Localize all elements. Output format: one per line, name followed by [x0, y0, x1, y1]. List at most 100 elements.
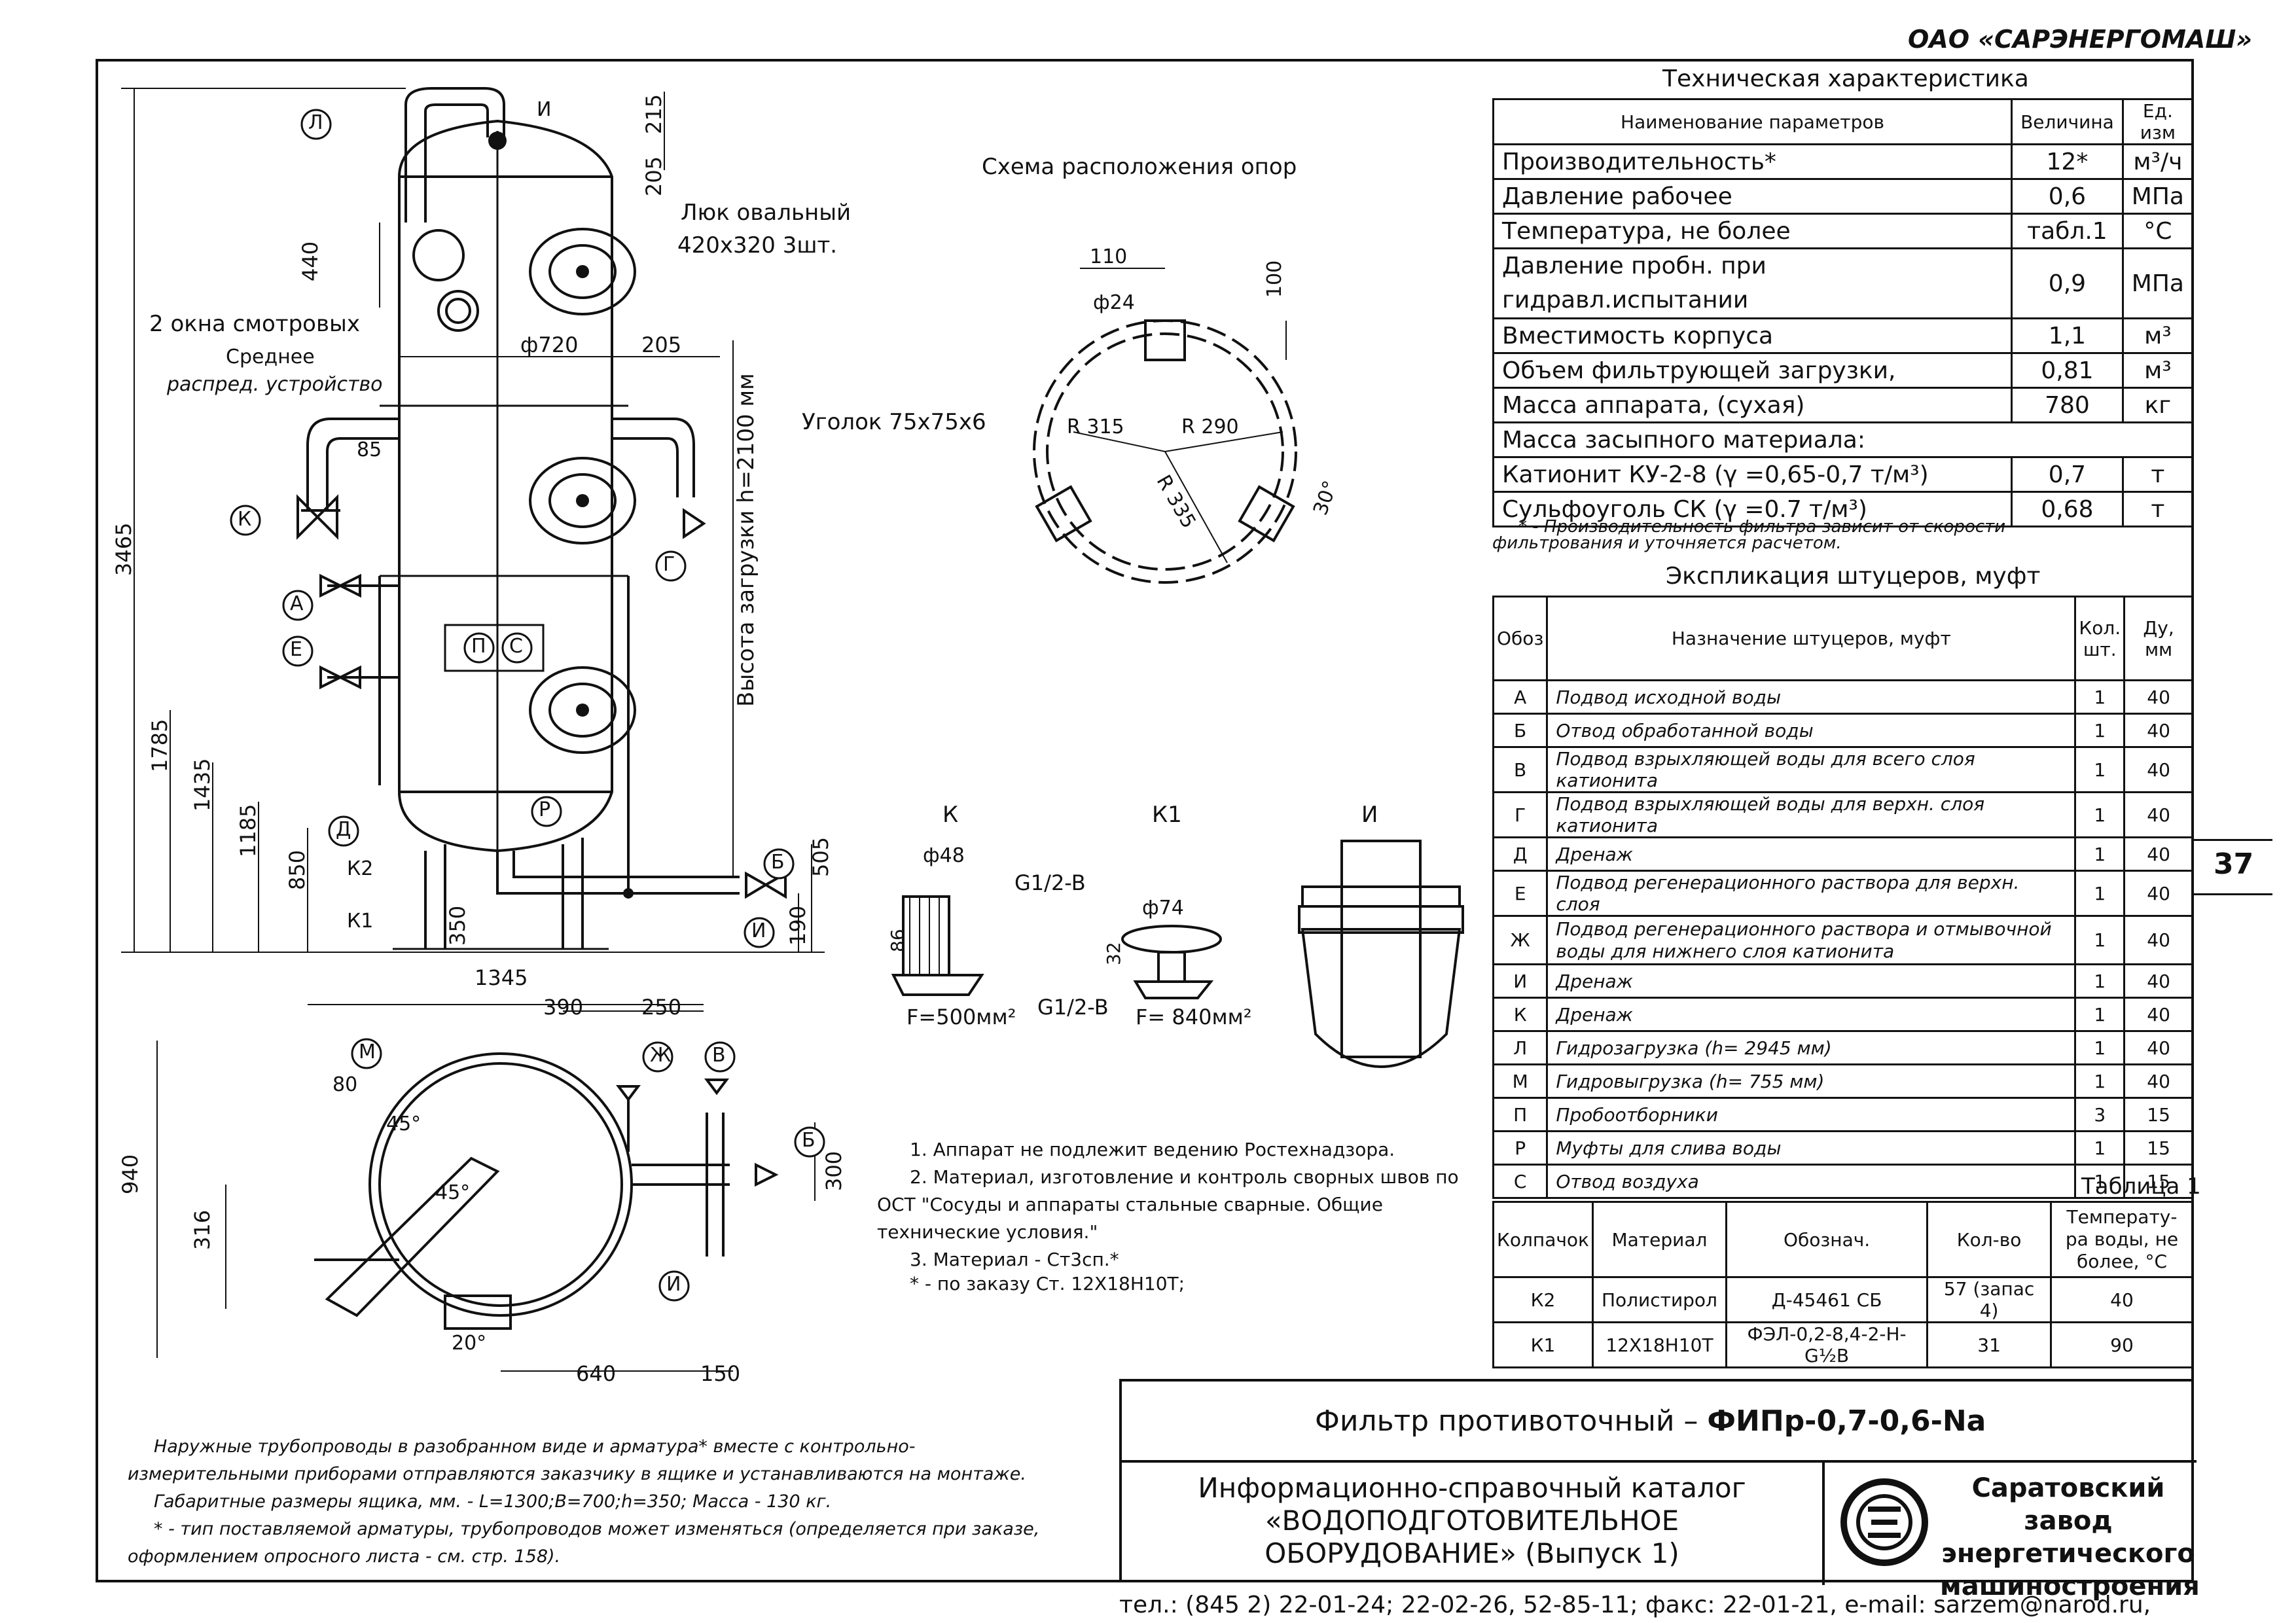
- dim-85: 85: [357, 438, 382, 461]
- company-header: ОАО «САРЭНЕРГОМАШ»: [1908, 25, 2252, 54]
- nozzles-header-row: Обоз Назначение штуцеров, муфт Кол. шт. …: [1492, 596, 2194, 681]
- dim-190: 190: [785, 905, 810, 946]
- dim-48: ф48: [923, 844, 965, 867]
- nozzle-code: М: [1492, 1063, 1549, 1099]
- view-k1-label: К1: [1152, 802, 1182, 828]
- specs-row: Объем фильтрующей загрузки, 0,81 м³: [1492, 352, 2195, 389]
- nozzle-qty: 3: [2074, 1097, 2126, 1132]
- nozzles-table: Обоз Назначение штуцеров, муфт Кол. шт. …: [1492, 596, 2194, 1199]
- table1-designation: Д-45461 СБ: [1725, 1276, 1929, 1323]
- table1-row: К1 12Х18Н10Т ФЭЛ-0,2-8,4-2-Н-G½В 31 90: [1492, 1321, 2194, 1368]
- callout-a: А: [290, 592, 304, 615]
- specs-row: Катионит КУ-2-8 (γ =0,65-0,7 т/м³) 0,7 т: [1492, 456, 2195, 493]
- nozzle-dn: 40: [2123, 915, 2194, 965]
- specs-note-1: * - Производительность фильтра зависит о…: [1518, 517, 2006, 537]
- callout-p: П: [471, 635, 486, 658]
- nozzle-dn: 40: [2123, 746, 2194, 793]
- table1-caption: Таблица 1: [2081, 1173, 2201, 1200]
- dim-110: 110: [1090, 245, 1128, 268]
- dim-390: 390: [543, 995, 584, 1020]
- table1-cap: К1: [1492, 1321, 1594, 1368]
- right-pipe: [612, 418, 695, 497]
- nozzle-code: К: [1492, 997, 1549, 1032]
- callout-k2: К2: [347, 857, 374, 880]
- hatch-label: Люк овальный: [681, 200, 852, 226]
- specs-param: Сульфоуголь СК (γ =0.7 т/м³): [1492, 491, 2013, 527]
- dim-316: 316: [190, 1209, 215, 1250]
- table1-header-qty: Кол-во: [1926, 1201, 2052, 1278]
- dim-300: 300: [821, 1150, 846, 1191]
- nozzle-dn: 40: [2123, 963, 2194, 999]
- note-5: 3. Материал - Ст3сп.*: [910, 1249, 1119, 1270]
- specs-param: Производительность*: [1492, 143, 2013, 180]
- nozzle-dn: 40: [2123, 1030, 2194, 1065]
- nozzle-dn: 40: [2123, 836, 2194, 872]
- nozzle-code: Л: [1492, 1030, 1549, 1065]
- note-1: 1. Аппарат не подлежит ведению Ростехнад…: [910, 1139, 1395, 1160]
- specs-row: Давление пробн. при гидравл.испытании 0,…: [1492, 247, 2195, 319]
- nozzle-qty: 1: [2074, 963, 2126, 999]
- specs-param: Давление пробн. при гидравл.испытании: [1492, 247, 2013, 319]
- nozzle-purpose: Дренаж: [1546, 963, 2077, 999]
- specs-value: 0,6: [2011, 178, 2124, 215]
- valve-e: [319, 665, 361, 690]
- specs-param: Температура, не более: [1492, 213, 2013, 249]
- specs-table: Наименование параметров Величина Ед. изм…: [1492, 98, 2195, 527]
- callout-v: В: [712, 1044, 726, 1067]
- angle-label: Уголок 75х75х6: [802, 409, 986, 435]
- catalog-line-1: Информационно-справочный каталог: [1198, 1472, 1746, 1504]
- nozzles-caption: Экспликация штуцеров, муфт: [1666, 563, 2041, 590]
- specs-unit: °С: [2121, 213, 2195, 249]
- dim-80: 80: [332, 1073, 358, 1096]
- nozzle-qty: 1: [2074, 915, 2126, 965]
- manufacturer-line-2: энергетического: [1941, 1539, 2195, 1569]
- specs-unit: м³: [2121, 352, 2195, 389]
- callout-k1: К1: [347, 910, 374, 933]
- g12-label-2: G1/2-B: [1037, 995, 1109, 1020]
- drawing-title-prefix: Фильтр противоточный –: [1315, 1404, 1698, 1438]
- nozzle-code: Д: [1492, 836, 1549, 872]
- support-scheme-label: Схема расположения опор: [982, 154, 1297, 180]
- note-6: * - по заказу Ст. 12Х18Н10Т;: [910, 1273, 1185, 1294]
- specs-param: Объем фильтрующей загрузки,: [1492, 352, 2013, 389]
- specs-value: 0,7: [2011, 456, 2124, 493]
- dim-250: 250: [641, 995, 682, 1020]
- contacts-footer: тел.: (845 2) 22-01-24; 22-02-26, 52-85-…: [1119, 1592, 2151, 1618]
- mid-distributor-label-2: распред. устройство: [167, 373, 383, 396]
- dim-r290: R 290: [1181, 416, 1239, 438]
- nozzle-qty: 1: [2074, 997, 2126, 1032]
- specs-unit: т: [2121, 456, 2195, 493]
- specs-unit: т: [2121, 491, 2195, 527]
- dim-640: 640: [576, 1361, 617, 1386]
- specs-row: Масса аппарата, (сухая) 780 кг: [1492, 387, 2195, 423]
- specs-note-2: фильтрования и уточняется расчетом.: [1492, 533, 1842, 553]
- dim-940: 940: [118, 1154, 143, 1194]
- callout-r: Р: [539, 798, 551, 821]
- nozzle-qty: 1: [2074, 1030, 2126, 1065]
- specs-unit: МПа: [2121, 178, 2195, 215]
- dim-150: 150: [700, 1361, 741, 1386]
- specs-param: Давление рабочее: [1492, 178, 2013, 215]
- catalog-cell: Информационно-справочный каталог «ВОДОПО…: [1122, 1460, 1825, 1585]
- specs-caption: Техническая характеристика: [1662, 65, 2029, 92]
- title-row: Фильтр противоточный – ФИПр-0,7-0,6-Na: [1122, 1382, 2197, 1463]
- nozzle-qty: 1: [2074, 870, 2126, 917]
- drawing-title: Фильтр противоточный – ФИПр-0,7-0,6-Na: [1315, 1404, 1986, 1438]
- callout-m: М: [359, 1041, 376, 1063]
- table1-qty: 57 (запас 4): [1926, 1276, 2052, 1323]
- specs-row: Производительность* 12* м³/ч: [1492, 143, 2195, 180]
- nozzle-purpose: Подвод взрыхляющей воды для верхн. слоя …: [1546, 791, 2077, 838]
- table1-cap: К2: [1492, 1276, 1594, 1323]
- detail-k1: [1121, 925, 1222, 954]
- specs-unit: м³: [2121, 317, 2195, 354]
- specs-row: Температура, не более табл.1 °С: [1492, 213, 2195, 249]
- specs-param: Катионит КУ-2-8 (γ =0,65-0,7 т/м³): [1492, 456, 2013, 493]
- g12-label-1: G1/2-B: [1014, 870, 1086, 895]
